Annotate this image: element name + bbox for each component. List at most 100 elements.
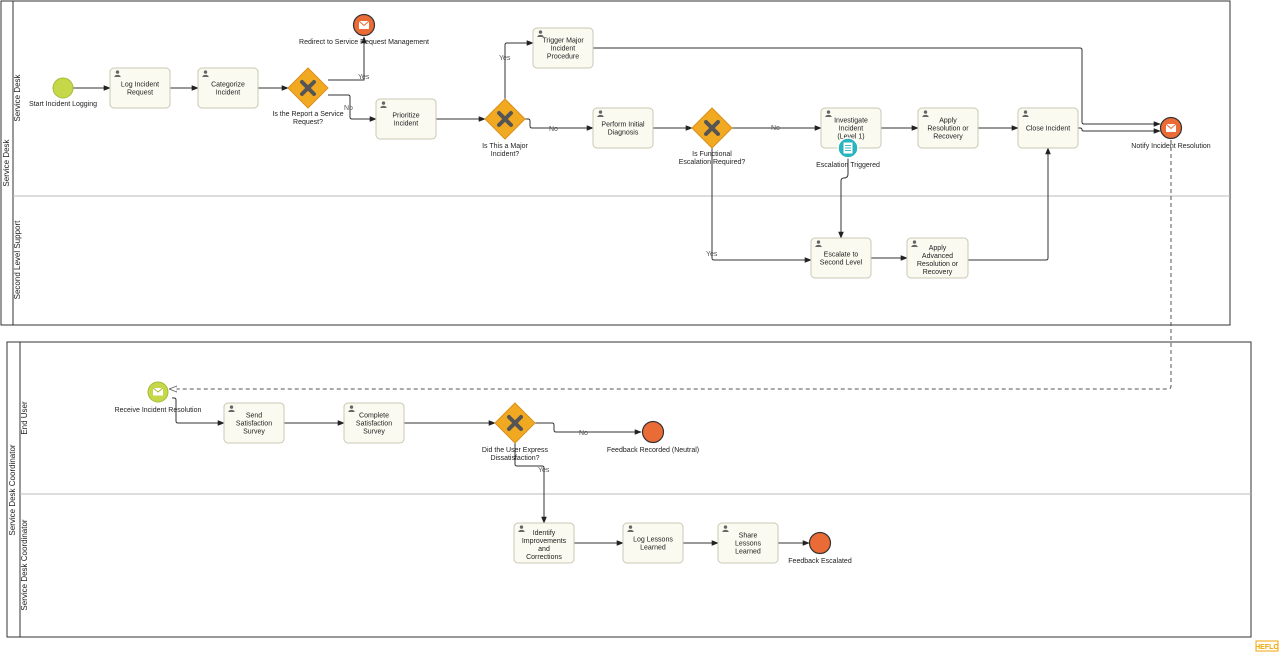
gateway-label-line: Is Functional	[692, 151, 732, 158]
flow-label: No	[579, 430, 588, 437]
flow-trigger-to-notify	[593, 47, 1161, 127]
pool-service-desk: Service Desk	[0, 0, 1231, 326]
task-label-line: Advanced	[922, 253, 953, 260]
envelope-icon	[358, 20, 370, 29]
flow-label: Yes	[358, 74, 370, 81]
start-message-event-receive[interactable]: Receive Incident Resolution	[115, 381, 202, 414]
end-event-feedback-escalated[interactable]: Feedback Escalated	[788, 531, 852, 566]
task-label-line: Lessons	[735, 541, 762, 548]
task-label-line: Identify	[533, 530, 556, 537]
lane-label: Second Level Support	[13, 220, 22, 300]
flow-gateway4-no	[535, 422, 642, 435]
tasks: Log IncidentRequestCategorizeIncidentPri…	[109, 27, 1079, 564]
task-label-line: Satisfaction	[356, 421, 392, 428]
message-flow-notify-to-receive	[170, 140, 1172, 389]
flow-label: No	[549, 126, 558, 133]
task-label-line: Improvements	[522, 538, 567, 545]
gateway-label-line: Incident?	[491, 151, 520, 158]
task-label-line: Incident	[216, 90, 241, 97]
sequence-flows	[73, 36, 1161, 546]
task-label-line: Resolution or	[927, 126, 969, 133]
boundary-event-escalation-triggered[interactable]: Escalation Triggered	[816, 137, 880, 169]
task-label-line: Second Level	[820, 260, 863, 267]
lane-label: Service Desk Coordinator	[20, 519, 29, 610]
heflo-logo: HEFLO	[1255, 640, 1279, 652]
task-label-line: Perform Initial	[601, 122, 645, 129]
end-event-redirect[interactable]: Redirect to Service Request Management	[299, 13, 429, 47]
gateway-label-line: Is the Report a Service	[272, 111, 343, 118]
lane-second-level-support: Second Level Support	[13, 220, 22, 300]
task-label-line: Investigate	[834, 118, 868, 125]
task-label-line: Incident	[839, 126, 864, 133]
task-label-line: Diagnosis	[608, 130, 639, 137]
flow-gateway2-no	[525, 118, 594, 131]
flow-advanced-to-close	[968, 147, 1051, 261]
task-label-line: Log Lessons	[633, 537, 673, 544]
exclusive-x-icon	[300, 80, 316, 96]
task-label-line: Resolution or	[917, 261, 959, 268]
gateway-label-line: Is This a Major	[482, 143, 528, 150]
flow-gateway3-yes	[711, 148, 812, 263]
task-label-line: Complete	[359, 413, 389, 420]
task-label-line: Satisfaction	[236, 421, 272, 428]
start-event[interactable]: Start Incident Logging	[29, 77, 97, 108]
flow-receive-to-send	[172, 397, 225, 426]
task-close-incident[interactable]: Close Incident	[1017, 107, 1079, 149]
task-label-line: Recovery	[923, 269, 953, 276]
end-event-feedback-neutral[interactable]: Feedback Recorded (Neutral)	[607, 420, 699, 455]
gateway-label-line: Dissatisfaction?	[490, 455, 539, 462]
task-label-line: Log Incident	[121, 82, 159, 89]
task-label-line: Categorize	[211, 82, 245, 89]
task-label-line: Close Incident	[1026, 126, 1070, 133]
gateway-label-line: Escalation Required?	[679, 159, 746, 166]
lane-end-user: End User	[20, 401, 1251, 495]
exclusive-x-icon	[704, 120, 720, 136]
envelope-icon	[152, 387, 164, 396]
task-label-line: (Level 1)	[837, 134, 864, 141]
task-label-line: Recovery	[933, 134, 963, 141]
event-label: Feedback Recorded (Neutral)	[607, 447, 699, 454]
flow-labels: Yes No Yes No No Yes No Yes	[344, 55, 780, 474]
event-label: Receive Incident Resolution	[115, 407, 202, 414]
lane-service-desk: Service Desk	[13, 73, 1230, 197]
task-label-line: Incident	[551, 46, 576, 53]
flow-gateway1-no	[328, 94, 377, 122]
exclusive-x-icon	[507, 415, 523, 431]
task-label-line: Apply	[929, 245, 947, 252]
envelope-icon	[1165, 123, 1177, 132]
flow-close-to-notify	[1078, 127, 1161, 134]
event-label: Redirect to Service Request Management	[299, 39, 429, 46]
task-label-line: Procedure	[547, 54, 579, 61]
document-icon	[843, 142, 853, 154]
lane-label: End User	[20, 401, 29, 435]
flow-gateway2-yes	[504, 40, 534, 99]
lane-coordinator: Service Desk Coordinator	[20, 519, 29, 610]
task-label-line: Learned	[640, 545, 666, 552]
flow-escalation-to-escalate	[838, 158, 849, 239]
event-label: Notify Incident Resolution	[1131, 143, 1210, 150]
event-label: Start Incident Logging	[29, 101, 97, 108]
task-label-line: Share	[739, 533, 758, 540]
end-event-notify[interactable]: Notify Incident Resolution	[1131, 116, 1211, 151]
task-label-line: Learned	[735, 549, 761, 556]
task-label-line: Incident	[394, 121, 419, 128]
